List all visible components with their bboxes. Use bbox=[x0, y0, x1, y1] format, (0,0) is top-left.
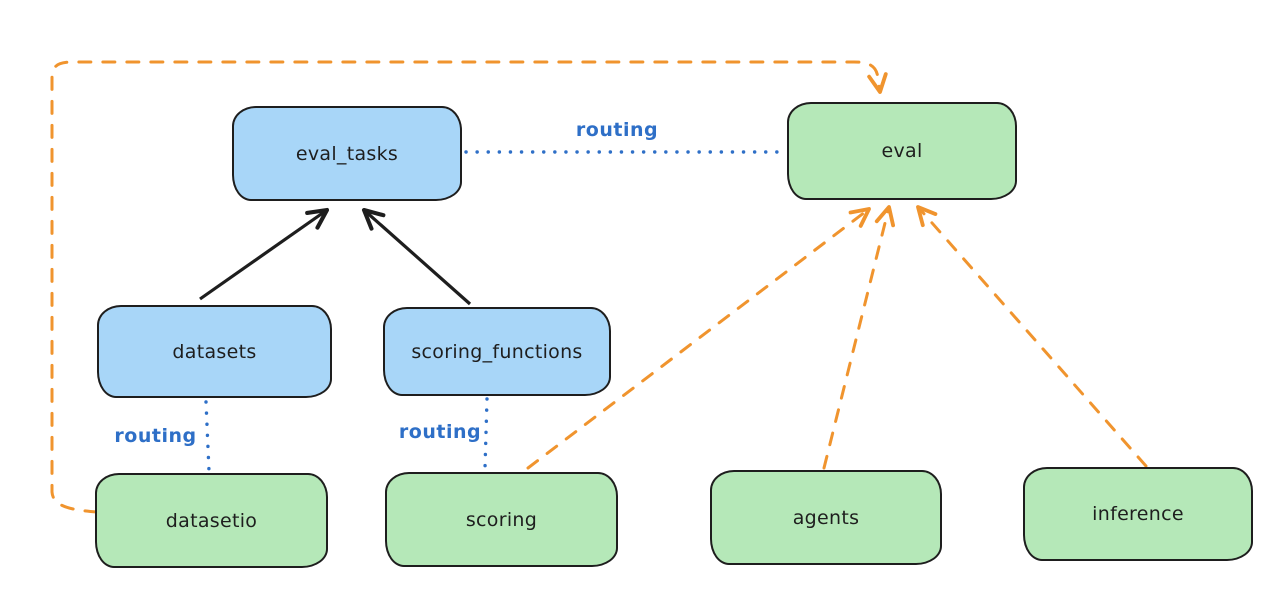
edge-datasetio-to-eval bbox=[50, 60, 888, 514]
node-scoring[interactable]: scoring bbox=[385, 472, 618, 567]
edge-scoring-to-eval bbox=[526, 207, 871, 470]
node-eval-tasks-label: eval_tasks bbox=[295, 142, 399, 165]
edge-scoring-functions-to-scoring-routing bbox=[483, 397, 489, 470]
node-eval-label: eval bbox=[881, 140, 923, 162]
edge-datasets-to-eval-tasks bbox=[199, 207, 330, 301]
edge-label-routing-datasets: routing bbox=[114, 425, 197, 447]
edge-label-routing-scoring: routing bbox=[398, 421, 482, 443]
node-scoring-label: scoring bbox=[465, 508, 538, 531]
edge-scoring-functions-to-eval-tasks bbox=[361, 207, 472, 306]
edge-agents-to-eval bbox=[822, 205, 896, 470]
node-scoring-functions[interactable]: scoring_functions bbox=[383, 307, 611, 396]
node-inference[interactable]: inference bbox=[1023, 467, 1253, 561]
node-eval[interactable]: eval bbox=[787, 102, 1017, 200]
node-inference-label: inference bbox=[1092, 503, 1184, 525]
edge-inference-to-eval bbox=[916, 205, 1148, 468]
node-datasets[interactable]: datasets bbox=[97, 305, 332, 398]
node-agents-label: agents bbox=[792, 506, 860, 529]
node-eval-tasks[interactable]: eval_tasks bbox=[232, 106, 462, 201]
edge-datasets-to-datasetio-routing bbox=[204, 400, 211, 473]
node-datasets-label: datasets bbox=[172, 340, 257, 363]
node-datasetio-label: datasetio bbox=[165, 509, 258, 532]
node-agents[interactable]: agents bbox=[710, 470, 942, 565]
node-datasetio[interactable]: datasetio bbox=[95, 473, 328, 568]
node-scoring-functions-label: scoring_functions bbox=[411, 340, 583, 363]
edge-label-routing-top: routing bbox=[575, 119, 659, 141]
